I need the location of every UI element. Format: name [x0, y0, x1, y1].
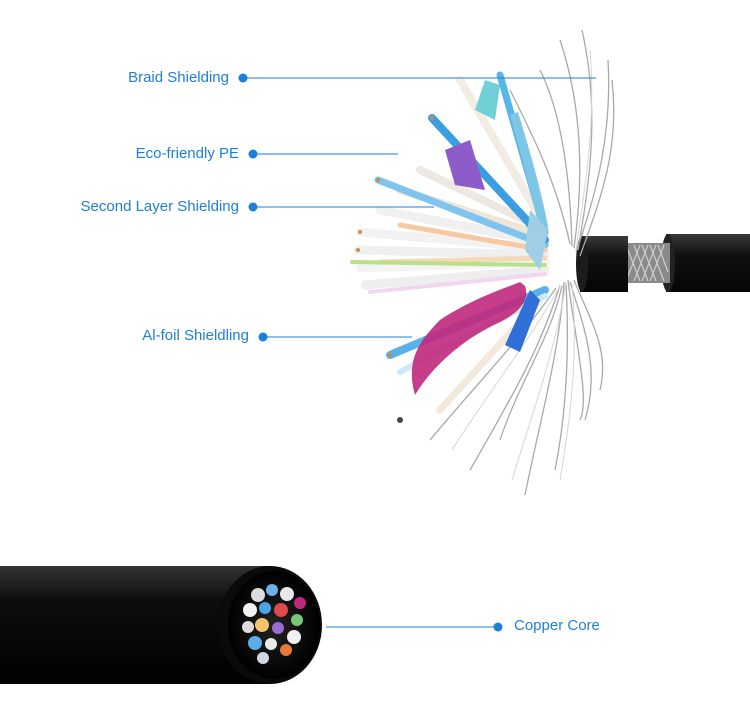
- exploded-cable: [350, 29, 750, 496]
- dot-braid: [238, 73, 248, 83]
- label-copper-core: Copper Core: [514, 617, 600, 634]
- label-eco-friendly-pe: Eco-friendly PE: [135, 145, 239, 162]
- leader-lines: [243, 77, 596, 628]
- cable-cross-section: [0, 566, 322, 684]
- dot-copper: [493, 622, 503, 632]
- outer-jacket: [666, 234, 750, 292]
- label-second-layer-shielding: Second Layer Shielding: [80, 198, 239, 215]
- label-braid-shielding: Braid Shielding: [128, 69, 229, 86]
- label-al-foil-shielding: Al-foil Shieldling: [142, 327, 249, 344]
- leader-dots: [238, 73, 503, 632]
- core-bundle: [242, 584, 306, 664]
- braid-pattern: [625, 244, 669, 282]
- wire-tips: [356, 116, 434, 423]
- inner-jacket-end: [576, 236, 588, 292]
- dot-second: [248, 202, 258, 212]
- foil-pieces: [411, 80, 548, 395]
- braid-strands: [429, 29, 615, 496]
- dot-eco: [248, 149, 258, 159]
- braid-strands-light: [451, 49, 593, 481]
- dot-foil: [258, 332, 268, 342]
